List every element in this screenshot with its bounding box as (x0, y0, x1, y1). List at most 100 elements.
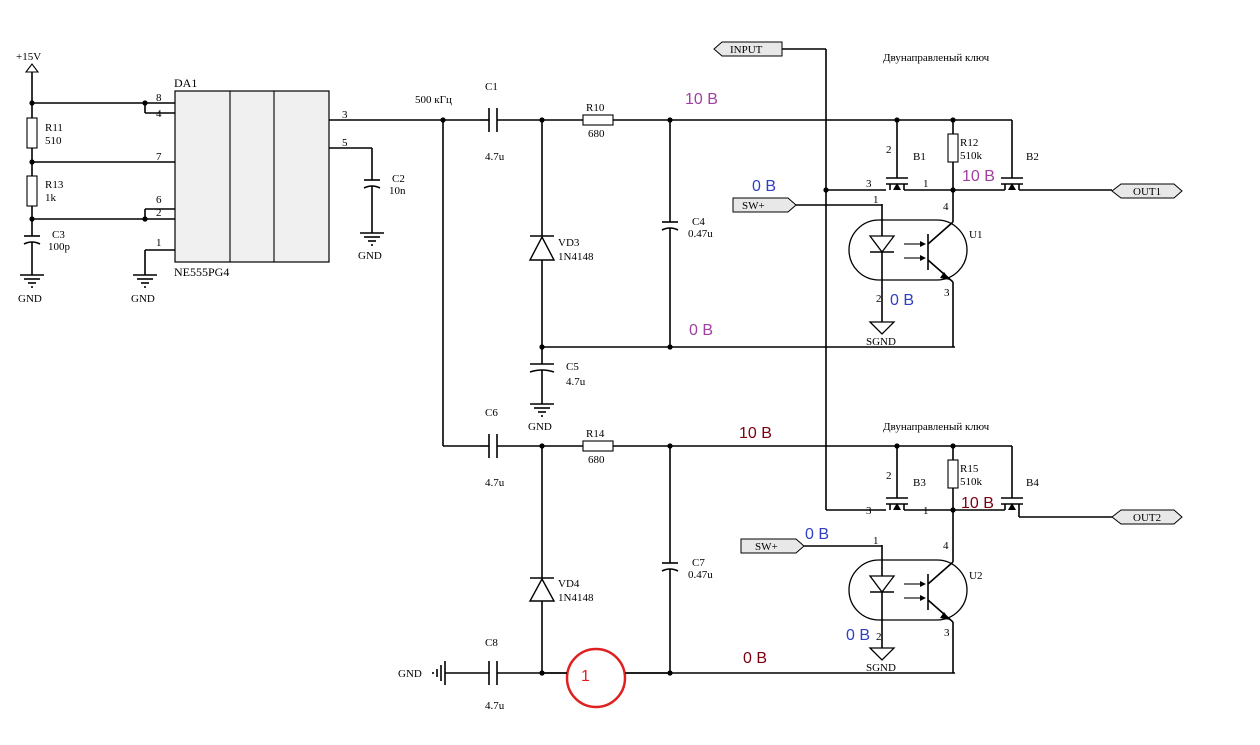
svg-text:R10: R10 (586, 102, 605, 114)
svg-text:510k: 510k (960, 150, 983, 162)
svg-text:3: 3 (944, 627, 950, 639)
svg-text:1: 1 (923, 178, 929, 190)
svg-text:2: 2 (886, 470, 892, 482)
frequency-label: 500 кГц (415, 94, 452, 106)
mosfet-b3: 2 3 1 B3 (866, 446, 953, 517)
svg-text:GND: GND (398, 668, 422, 680)
resistor-r11: R11 510 (26, 103, 63, 162)
svg-text:R14: R14 (586, 428, 605, 440)
svg-text:GND: GND (18, 293, 42, 305)
capacitor-c7: C7 0.47u (661, 446, 713, 673)
svg-text:B1: B1 (913, 151, 926, 163)
svg-text:NE555PG4: NE555PG4 (174, 265, 229, 279)
svg-text:U2: U2 (969, 570, 982, 582)
svg-text:GND: GND (131, 293, 155, 305)
svg-text:680: 680 (588, 454, 605, 466)
svg-text:U1: U1 (969, 229, 982, 241)
svg-text:DA1: DA1 (174, 76, 197, 90)
input-port: INPUT (713, 41, 783, 57)
svg-text:OUT2: OUT2 (1133, 512, 1161, 524)
svg-text:2: 2 (886, 144, 892, 156)
svg-text:R13: R13 (45, 179, 64, 191)
svg-text:510: 510 (45, 135, 62, 147)
svg-text:7: 7 (156, 151, 162, 163)
voltage-label-upper-10v: 10 В (685, 91, 718, 108)
svg-text:4.7u: 4.7u (566, 376, 586, 388)
svg-text:4.7u: 4.7u (485, 151, 505, 163)
capacitor-c4: C4 0.47u (661, 120, 713, 347)
svg-text:OUT1: OUT1 (1133, 186, 1161, 198)
sw-port-1: SW+ (732, 197, 797, 213)
voltage-label-rail2-0v: 0 В (743, 650, 767, 667)
svg-text:C6: C6 (485, 407, 498, 419)
ic-ne555: DA1 NE555PG4 8 4 7 6 2 1 3 5 (156, 76, 348, 279)
svg-text:VD4: VD4 (558, 578, 580, 590)
svg-text:4: 4 (943, 201, 949, 213)
out2-port: OUT2 (1111, 509, 1183, 525)
diode-vd3: VD3 1N4148 (528, 120, 594, 347)
svg-text:3: 3 (944, 287, 950, 299)
svg-text:3: 3 (866, 178, 872, 190)
svg-text:C5: C5 (566, 361, 579, 373)
svg-text:10n: 10n (389, 185, 406, 197)
voltage-label-rail1-0v: 0 В (689, 322, 713, 339)
mosfet-b1: 2 3 1 B1 (866, 120, 953, 191)
svg-text:B4: B4 (1026, 477, 1039, 489)
diode-vd4: VD4 1N4148 (528, 446, 594, 673)
svg-text:100p: 100p (48, 241, 71, 253)
svg-text:C7: C7 (692, 557, 705, 569)
voltage-label-sw2-0v: 0 В (805, 526, 829, 543)
svg-text:0.47u: 0.47u (688, 228, 713, 240)
svg-text:1k: 1k (45, 192, 57, 204)
svg-text:R12: R12 (960, 137, 978, 149)
capacitor-c8: C8 4.7u (445, 637, 505, 712)
svg-text:5: 5 (342, 137, 348, 149)
voltage-label-gate1-10v: 10 В (962, 168, 995, 185)
svg-text:INPUT: INPUT (730, 44, 763, 56)
svg-text:1: 1 (873, 194, 879, 206)
resistor-r14: R14 680 (582, 428, 614, 466)
svg-text:510k: 510k (960, 476, 983, 488)
svg-text:2: 2 (156, 207, 162, 219)
resistor-r10: R10 680 (582, 102, 614, 140)
voltage-label-sgnd1-0v: 0 В (890, 292, 914, 309)
voltage-label-sgnd2-0v: 0 В (846, 627, 870, 644)
svg-text:1N4148: 1N4148 (558, 592, 594, 604)
svg-text:C3: C3 (52, 229, 65, 241)
mosfet-b4: B4 (953, 446, 1112, 518)
svg-text:C8: C8 (485, 637, 498, 649)
resistor-r13: R13 1k (26, 162, 64, 219)
svg-text:3: 3 (866, 505, 872, 517)
gnd-symbol-4: GND (528, 403, 554, 433)
svg-text:C1: C1 (485, 81, 498, 93)
svg-text:GND: GND (358, 250, 382, 262)
svg-text:1: 1 (923, 505, 929, 517)
capacitor-c2: C2 10n (363, 173, 406, 233)
svg-text:B3: B3 (913, 477, 926, 489)
svg-text:3: 3 (342, 109, 348, 121)
capacitor-c5: C5 4.7u (529, 347, 586, 404)
switch-title-2: Двунаправленый ключ (883, 421, 990, 433)
svg-text:VD3: VD3 (558, 237, 580, 249)
voltage-label-gate2-10v: 10 В (961, 495, 994, 512)
svg-text:C2: C2 (392, 173, 405, 185)
switch-title-1: Двунаправленый ключ (883, 52, 990, 64)
svg-text:1: 1 (156, 237, 162, 249)
svg-text:8: 8 (156, 92, 162, 104)
svg-text:GND: GND (528, 421, 552, 433)
svg-text:4: 4 (943, 540, 949, 552)
svg-text:1: 1 (581, 668, 590, 685)
svg-text:4: 4 (156, 108, 162, 120)
svg-text:SGND: SGND (866, 336, 896, 348)
capacitor-c6: C6 4.7u (480, 407, 505, 489)
svg-text:C4: C4 (692, 216, 705, 228)
capacitor-c1: C1 4.7u (480, 81, 505, 163)
svg-text:SW+: SW+ (742, 200, 765, 212)
optocoupler-u2: 1 4 2 3 U2 (848, 535, 982, 673)
vcc-symbol: +15V (16, 51, 41, 103)
resistor-r12: R12 510k (947, 120, 983, 190)
svg-text:1N4148: 1N4148 (558, 251, 594, 263)
svg-text:0.47u: 0.47u (688, 569, 713, 581)
gnd-symbol-3: GND (358, 232, 384, 262)
